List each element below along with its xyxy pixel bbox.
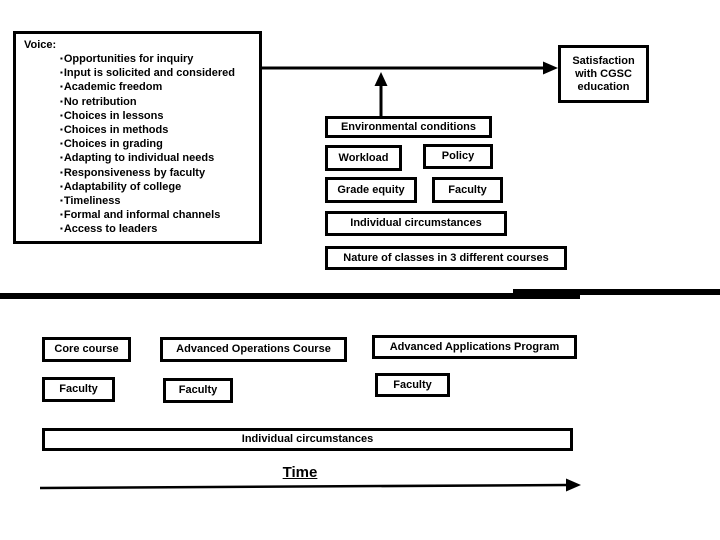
bullet-icon: ▪: [60, 54, 63, 63]
bullet-icon: ▪: [60, 167, 63, 177]
nature-of-classes-box: Nature of classes in 3 different courses: [325, 246, 567, 270]
voice-panel: Voice: ▪Opportunities for inquiry ▪Input…: [13, 31, 262, 244]
voice-item: ▪Academic freedom: [60, 81, 163, 94]
faculty-operations-box: Faculty: [163, 378, 233, 403]
voice-item: ▪Choices in methods: [60, 124, 169, 137]
bullet-icon: ▪: [60, 224, 63, 234]
bullet-icon: ▪: [60, 139, 63, 149]
bullet-icon: ▪: [60, 210, 63, 220]
voice-item: ▪Opportunities for inquiry: [60, 53, 194, 65]
grade-equity-box: Grade equity: [325, 177, 417, 203]
voice-item: ▪Adaptability of college: [60, 180, 182, 193]
satisfaction-box: Satisfaction with CGSC education: [558, 45, 649, 103]
faculty-applications-box: Faculty: [375, 373, 450, 397]
bullet-icon: ▪: [60, 153, 63, 163]
individual-circumstances-wide-box: Individual circumstances: [42, 428, 573, 451]
advanced-applications-box: Advanced Applications Program: [372, 335, 577, 359]
voice-item: ▪Adapting to individual needs: [60, 152, 215, 165]
voice-list: ▪Opportunities for inquiry ▪Input is sol…: [60, 52, 255, 237]
individual-circumstances-box: Individual circumstances: [325, 211, 507, 236]
voice-title: Voice:: [24, 39, 57, 51]
voice-item: ▪No retribution: [60, 95, 137, 108]
voice-item: ▪Choices in lessons: [60, 109, 164, 122]
faculty-core-box: Faculty: [42, 377, 115, 402]
bullet-icon: ▪: [60, 125, 63, 135]
voice-item: ▪Timeliness: [60, 195, 121, 208]
voice-item: ▪Formal and informal channels: [60, 209, 221, 222]
divider-bar-right: [513, 289, 720, 295]
voice-item: ▪Access to leaders: [60, 223, 158, 236]
faculty-conditions-box: Faculty: [432, 177, 503, 203]
core-course-box: Core course: [42, 337, 131, 362]
policy-box: Policy: [423, 144, 493, 169]
bullet-icon: ▪: [60, 82, 63, 92]
bullet-icon: ▪: [60, 196, 63, 206]
time-axis-label: Time: [282, 464, 318, 481]
divider-bar-left: [0, 293, 580, 299]
advanced-operations-box: Advanced Operations Course: [160, 337, 347, 362]
bullet-icon: ▪: [60, 96, 63, 106]
conditions-to-arrow-up-arrow: [374, 72, 388, 116]
voice-to-satisfaction-arrow: [262, 61, 558, 75]
bullet-icon: ▪: [60, 181, 63, 191]
voice-item: ▪Choices in grading: [60, 138, 163, 151]
bullet-icon: ▪: [60, 68, 63, 78]
workload-box: Workload: [325, 145, 402, 171]
voice-item: ▪Responsiveness by faculty: [60, 166, 206, 179]
voice-item: ▪Input is solicited and considered: [60, 67, 235, 80]
environmental-conditions-box: Environmental conditions: [325, 116, 492, 138]
bullet-icon: ▪: [60, 110, 63, 120]
